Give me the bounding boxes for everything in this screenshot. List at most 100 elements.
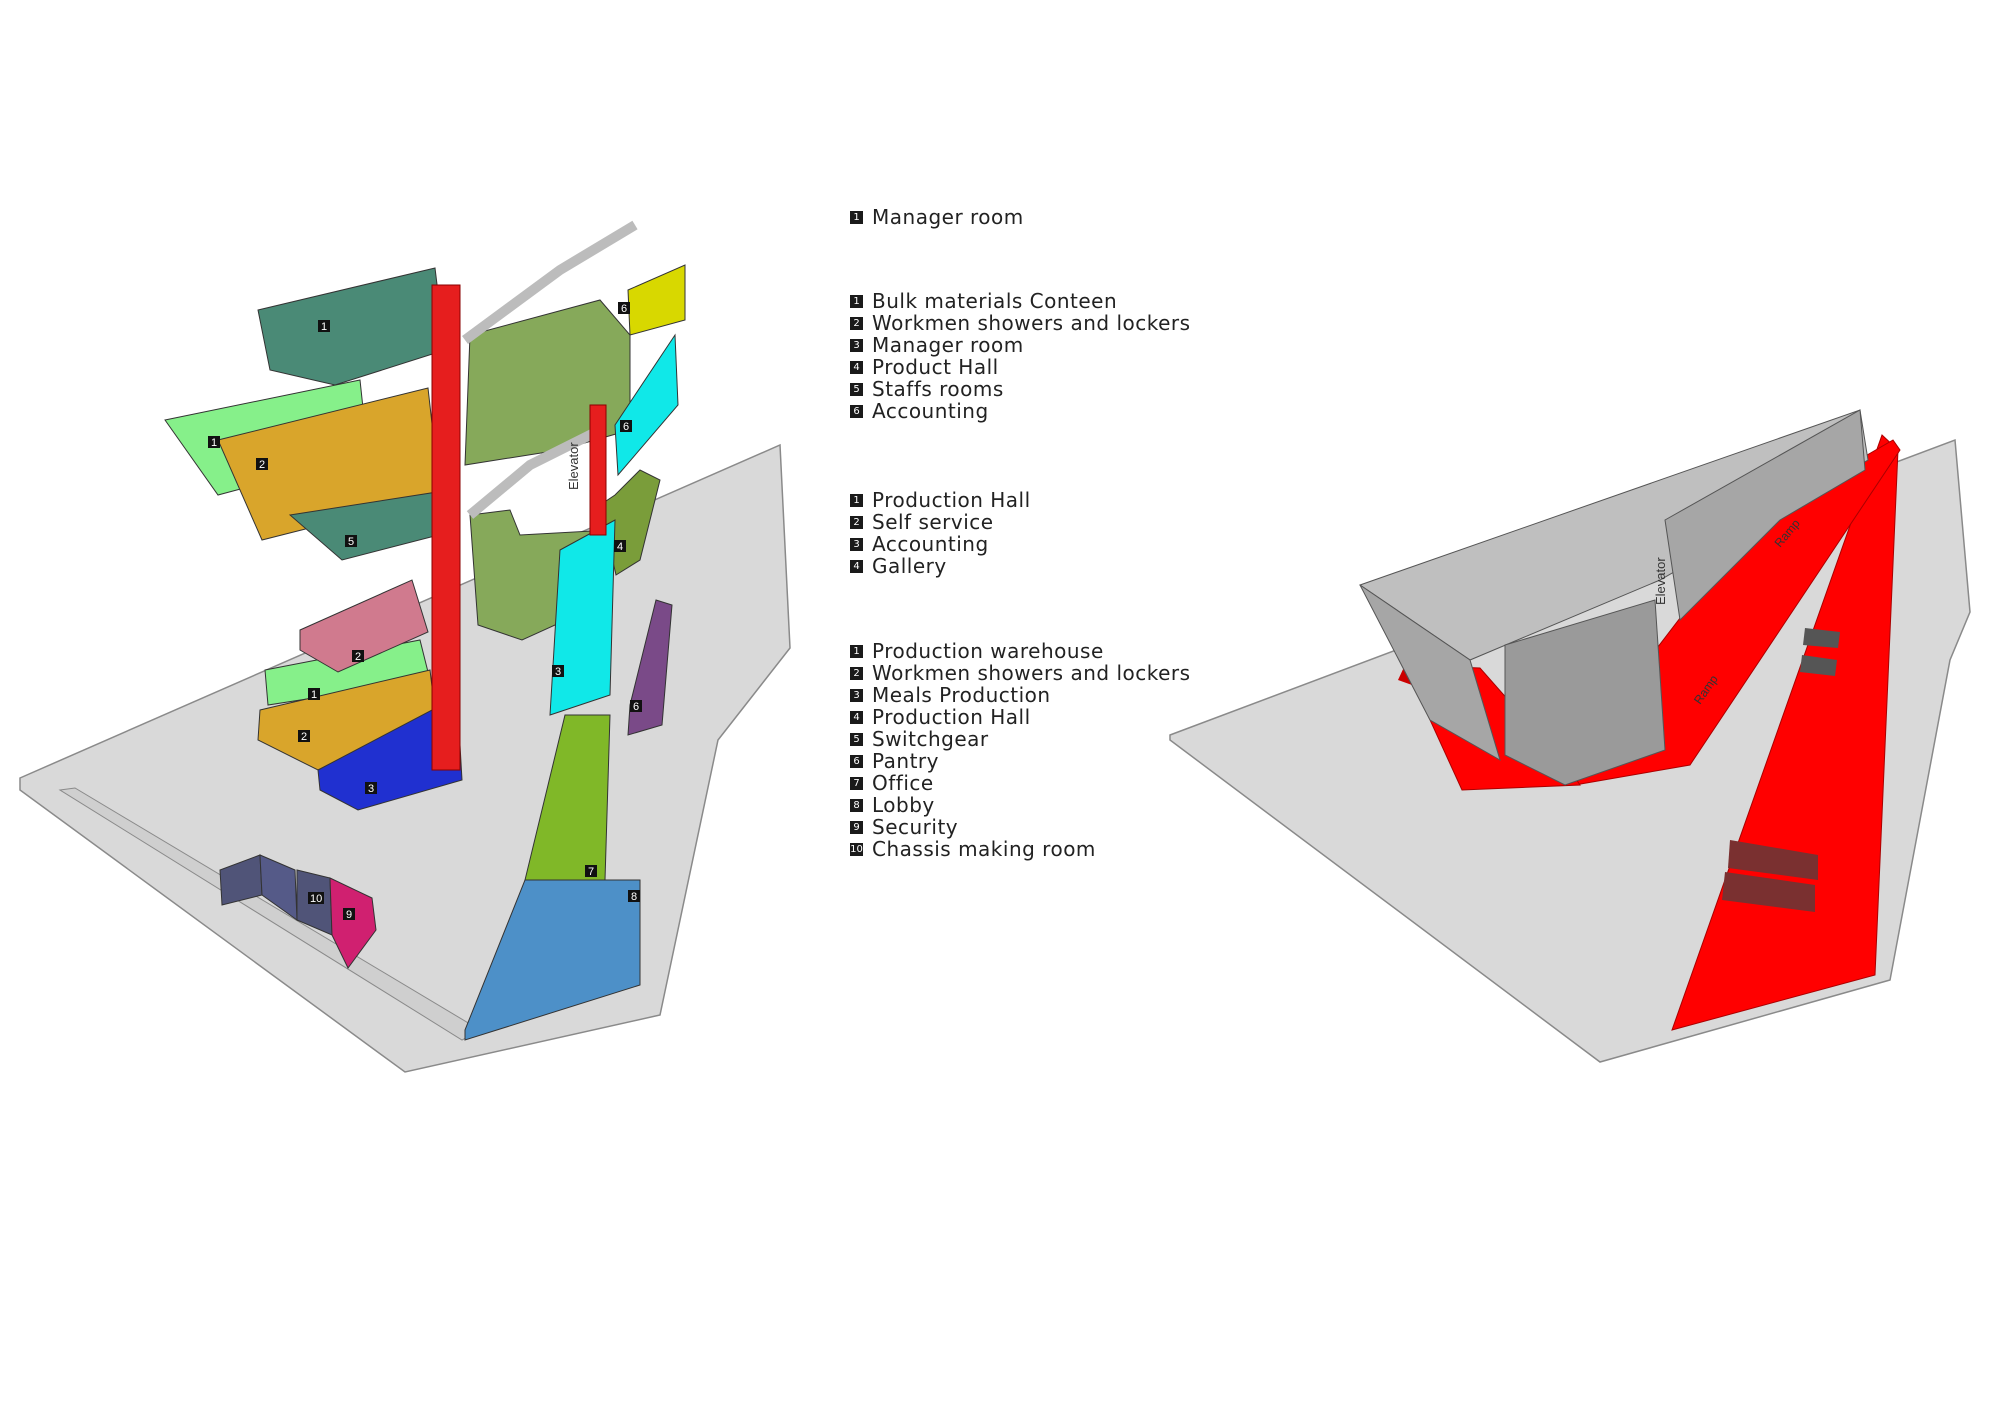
tag-accounting-upper: 6 <box>623 421 629 433</box>
ramp-ribbon-top <box>462 220 638 345</box>
block-lobby <box>464 879 641 1041</box>
legend-item: 2 Self service <box>850 510 1031 534</box>
legend-label: Workmen showers and lockers <box>872 661 1191 685</box>
legend-label: Gallery <box>872 554 947 578</box>
tag-security: 9 <box>346 909 352 921</box>
legend-label: Meals Production <box>872 683 1051 707</box>
tag-manager-room: 1 <box>321 321 327 333</box>
legend-number: 6 <box>850 404 863 418</box>
legend-label: Product Hall <box>872 355 999 379</box>
legend-label: Self service <box>872 510 994 534</box>
left-exploded-axonometric: Elevator 1 1 2 5 6 6 4 3 2 1 2 3 6 7 8 1… <box>19 220 791 1073</box>
legend-label: Office <box>872 771 934 795</box>
legend-number: 3 <box>850 688 863 702</box>
legend-item: 6 Pantry <box>850 749 1191 773</box>
legend-number: 9 <box>850 820 863 834</box>
legend-label: Chassis making room <box>872 837 1096 861</box>
tag-office: 7 <box>588 866 594 878</box>
tag-self-service: 2 <box>355 651 361 663</box>
tag-staffs: 5 <box>348 536 354 548</box>
legend-number: 6 <box>850 754 863 768</box>
ramp-ribbon-mid <box>466 425 603 519</box>
legend-item: 3 Meals Production <box>850 683 1191 707</box>
legend-mid-floor: 1 Production Hall 2 Self service 3 Accounti… <box>850 488 1031 578</box>
elevator-shaft-main <box>431 284 461 771</box>
legend-item: 5 Staffs rooms <box>850 377 1191 401</box>
tag-canteen: 1 <box>211 437 217 449</box>
legend-top-floor: 1 Manager room <box>850 205 1024 229</box>
legend-label: Lobby <box>872 793 935 817</box>
legend-item: 4 Product Hall <box>850 355 1191 379</box>
legend-label: Manager room <box>872 205 1024 229</box>
tag-pantry: 6 <box>633 701 639 713</box>
legend-number: 2 <box>850 666 863 680</box>
legend-number: 1 <box>850 210 863 224</box>
legend-number: 4 <box>850 559 863 573</box>
ramp-band-2 <box>1722 872 1815 912</box>
tag-warehouse: 1 <box>311 689 317 701</box>
legend-number: 1 <box>850 294 863 308</box>
block-office <box>524 714 611 881</box>
legend-number: 3 <box>850 338 863 352</box>
mass-front-face <box>1359 584 1501 762</box>
legend-number: 1 <box>850 493 863 507</box>
legend-label: Production Hall <box>872 705 1031 729</box>
legend-number: 5 <box>850 382 863 396</box>
tag-gallery: 4 <box>617 541 623 553</box>
right-massing-diagram: Elevator Ramp Ramp <box>1169 409 1971 1063</box>
ramp-band-1 <box>1728 840 1818 880</box>
ramp-band-4 <box>1800 655 1837 676</box>
block-accounting-cyan-upper <box>614 333 679 477</box>
legend-item: 5 Switchgear <box>850 727 1191 751</box>
tag-chassis: 10 <box>310 893 322 905</box>
legend-number: 2 <box>850 316 863 330</box>
block-security <box>329 877 377 969</box>
legend-item: 9 Security <box>850 815 1191 839</box>
legend-number: 5 <box>850 732 863 746</box>
legend-label: Staffs rooms <box>872 377 1004 401</box>
legend-number: 2 <box>850 515 863 529</box>
legend-item: 10 Chassis making room <box>850 837 1191 861</box>
legend-item: 4 Production Hall <box>850 705 1191 729</box>
legend-number: 4 <box>850 360 863 374</box>
elevator-shaft-secondary <box>589 404 607 536</box>
mass-side-stair <box>1664 409 1866 622</box>
legend-label: Security <box>872 815 959 839</box>
legend-number: 3 <box>850 537 863 551</box>
tag-lobby: 8 <box>631 891 637 903</box>
legend-item: 2 Workmen showers and lockers <box>850 661 1191 685</box>
block-tags: 1 1 2 5 6 6 4 3 2 1 2 3 6 7 8 10 9 <box>208 302 642 921</box>
tag-meals: 3 <box>368 783 374 795</box>
legend-label: Bulk materials Conteen <box>872 289 1118 313</box>
elevator-label-right: Elevator <box>1653 557 1668 605</box>
legend-label: Production warehouse <box>872 639 1104 663</box>
legend-number: 8 <box>850 798 863 812</box>
block-manager-room <box>257 267 446 386</box>
tag-accounting-top: 6 <box>621 303 627 315</box>
tag-showers-gf: 2 <box>301 731 307 743</box>
legend-item: 8 Lobby <box>850 793 1191 817</box>
legend-item: 3 Accounting <box>850 532 1031 556</box>
legend-item: 4 Gallery <box>850 554 1031 578</box>
legend-item: 6 Accounting <box>850 399 1191 423</box>
block-accounting-top <box>627 264 686 336</box>
legend-item: 1 Bulk materials Conteen <box>850 289 1191 313</box>
ramp-band-3 <box>1803 628 1840 648</box>
legend-number: 10 <box>850 842 863 856</box>
legend-label: Accounting <box>872 532 989 556</box>
block-self-service <box>299 579 429 673</box>
legend-label: Switchgear <box>872 727 989 751</box>
legend-label: Accounting <box>872 399 989 423</box>
legend-label: Production Hall <box>872 488 1031 512</box>
tag-accounting-mid: 3 <box>555 666 561 678</box>
legend-label: Pantry <box>872 749 939 773</box>
legend-number: 4 <box>850 710 863 724</box>
tag-showers-uf: 2 <box>259 459 265 471</box>
